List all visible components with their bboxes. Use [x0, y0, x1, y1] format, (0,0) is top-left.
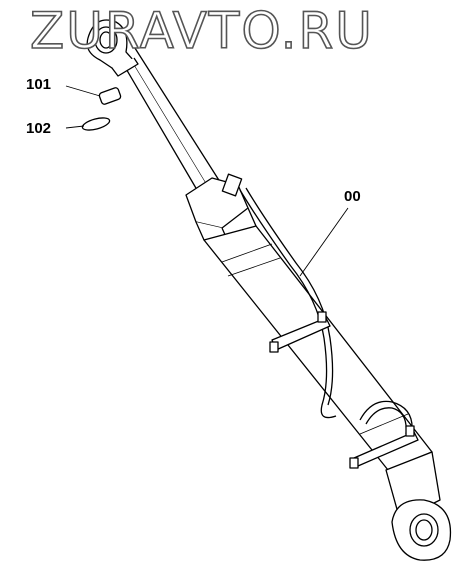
cylinder-base-eye	[385, 451, 452, 561]
callout-00: 00	[344, 188, 361, 205]
piston-rod	[117, 44, 223, 196]
watermark-text: ZURAVTO.RU	[29, 1, 374, 61]
callout-102: 102	[26, 120, 52, 137]
part-102-seal-ring	[81, 117, 111, 131]
pipe-clamp-lower	[349, 425, 419, 469]
cylinder-barrel	[203, 225, 433, 471]
part-101-bushing	[98, 87, 122, 105]
callout-101: 101	[26, 76, 52, 93]
leader-lines	[65, 85, 349, 277]
pipe-clamp-upper	[269, 311, 331, 353]
rod-end-eye	[86, 19, 139, 77]
hydraulic-line	[239, 187, 413, 435]
